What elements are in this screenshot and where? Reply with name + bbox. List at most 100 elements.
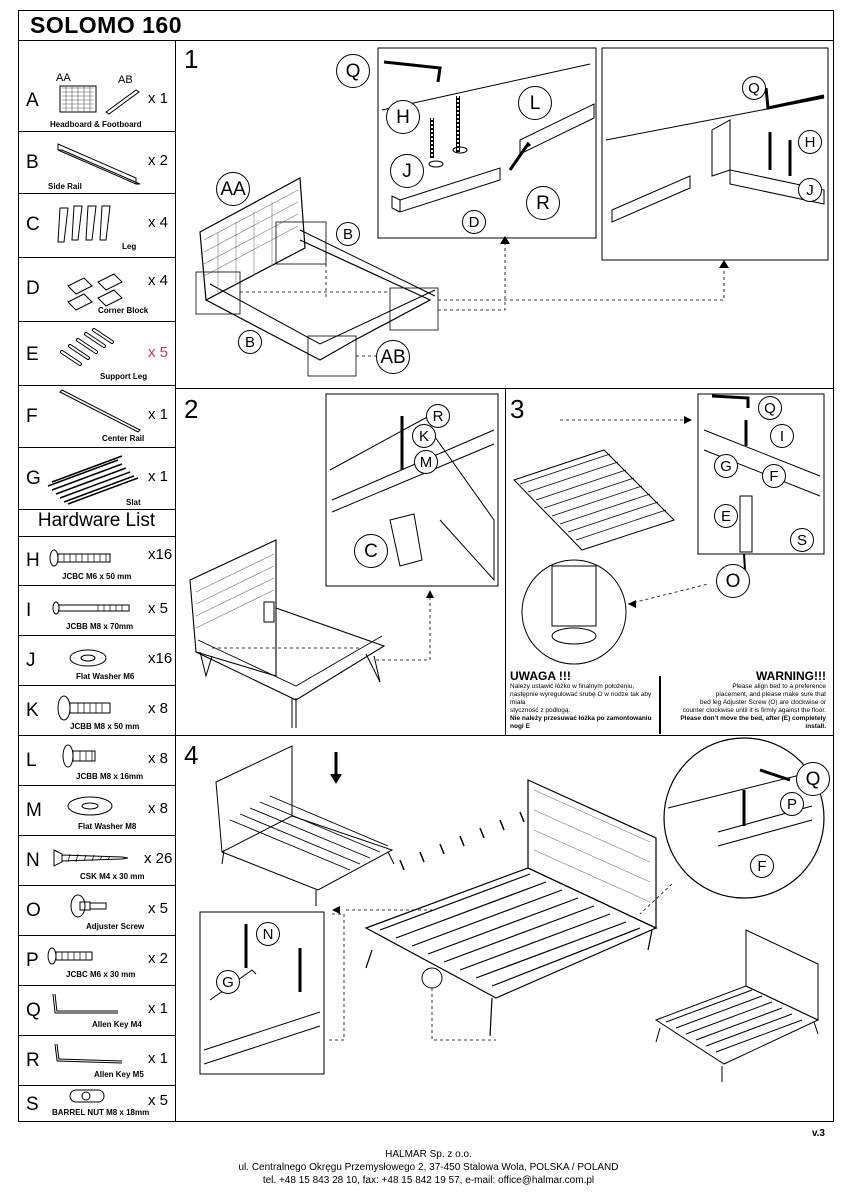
hardware-caption: JCBC M6 x 50 mm [62, 572, 132, 581]
callout-m: M [414, 450, 438, 474]
callout-f: F [762, 464, 786, 488]
hardware-qty: x 26 [144, 850, 173, 867]
hardware-row-m: M Flat Washer M8 x 8 [18, 786, 175, 836]
callout-b: B [238, 330, 262, 354]
step-number: 2 [184, 394, 199, 424]
uwaga-line: Należy ustawić łóżko w finalnym położeni… [510, 683, 635, 690]
part-letter: G [26, 468, 41, 489]
part-letter: C [26, 214, 40, 235]
callout-ab: AB [376, 340, 410, 374]
callout-i: I [770, 424, 794, 448]
part-qty: x 1 [148, 468, 169, 485]
callout-b: B [336, 222, 360, 246]
hardware-qty: x 1 [148, 1050, 169, 1067]
barrel-nut-icon [69, 1089, 105, 1103]
uwaga-line: następnie wyregulować śrubę O w nodze ta… [510, 691, 652, 706]
hardware-letter: R [26, 1050, 40, 1071]
part-qty: x 4 [148, 214, 169, 231]
callout-l: L [518, 86, 552, 120]
side-rail-icon [57, 143, 141, 185]
part-qty: x 5 [148, 344, 169, 361]
adjuster-screw-icon [70, 894, 107, 918]
warning-line: Please align bed to a preference [732, 683, 826, 690]
hardware-letter: H [26, 550, 40, 571]
hardware-qty: x16 [148, 546, 173, 563]
part-letter: E [26, 344, 39, 365]
bolt-icon [49, 549, 111, 567]
hardware-row-q: Q Allen Key M4 x 1 [18, 986, 175, 1036]
step-number: 4 [184, 740, 199, 770]
callout-o: O [716, 564, 750, 598]
part-caption: Corner Block [98, 306, 149, 315]
step-number: 3 [510, 394, 525, 424]
hardware-letter: M [26, 800, 42, 821]
part-qty: x 1 [148, 406, 169, 423]
hardware-caption: Allen Key M4 [92, 1020, 142, 1029]
hardware-qty: x 5 [148, 1092, 169, 1109]
hardware-qty: x 8 [148, 700, 169, 717]
hardware-caption: Adjuster Screw [86, 922, 145, 931]
callout-d: D [462, 210, 486, 234]
hardware-caption: JCBB M8 x 70mm [66, 622, 134, 631]
support-leg-icon [60, 328, 114, 366]
hardware-qty: x 1 [148, 1000, 169, 1017]
warning-line: bed leg Adjuster Screw (O) are clockwise… [699, 699, 826, 706]
part-qty: x 4 [148, 272, 169, 289]
leg-icon [57, 205, 111, 243]
callout-q: Q [336, 54, 370, 88]
page-frame [18, 10, 834, 1122]
callout-g: G [216, 970, 240, 994]
callout-aa: AA [216, 172, 250, 206]
hardware-row-r: R Allen Key M5 x 1 [18, 1036, 175, 1086]
callout-k: K [412, 424, 436, 448]
washer-icon [67, 796, 113, 816]
part-row-g: G Slat x 1 [18, 448, 175, 510]
bolt-icon [57, 695, 111, 721]
version-label: v.3 [811, 1128, 825, 1139]
hardware-caption: BARREL NUT M8 x 18mm [52, 1108, 150, 1117]
part-row-e: E Support Leg x 5 [18, 322, 175, 386]
bolt-icon [52, 601, 130, 615]
part-caption: Support Leg [100, 372, 148, 381]
callout-h: H [798, 130, 822, 154]
uwaga-warning: UWAGA !!! Należy ustawić łóżko w finalny… [510, 670, 656, 731]
page-title: SOLOMO 160 [30, 12, 182, 38]
center-rail-icon [59, 389, 141, 433]
panel-divider [505, 388, 506, 735]
part-caption: Center Rail [102, 434, 145, 443]
warning-line: counter clockwise until it is firmly aga… [682, 707, 826, 714]
callout-j: J [390, 154, 424, 188]
part-caption: Side Rail [48, 182, 82, 191]
part-caption: Headboard & Footboard [50, 120, 142, 129]
part-letter: B [26, 152, 39, 173]
hardware-caption: JCBC M6 x 30 mm [66, 970, 136, 979]
parts-list: A AA AB Headboard & Footboard x 1 B Side… [18, 40, 176, 1122]
hardware-row-n: N CSK M4 x 30 mm x 26 [18, 836, 175, 886]
callout-r: R [526, 186, 560, 220]
hardware-qty: x 5 [148, 900, 169, 917]
hardware-row-h: H JCBC M6 x 50 mm x16 [18, 536, 175, 586]
hardware-caption: Flat Washer M8 [78, 822, 137, 831]
hardware-row-o: O Adjuster Screw x 5 [18, 886, 175, 936]
callout-r: R [426, 404, 450, 428]
hardware-row-j: J Flat Washer M6 x16 [18, 636, 175, 686]
screw-icon [53, 849, 129, 867]
part-caption: Leg [122, 242, 137, 251]
part-caption: Slat [126, 498, 141, 507]
part-letter: D [26, 278, 40, 299]
part-letter: F [26, 406, 38, 427]
callout-s: S [790, 528, 814, 552]
company-name: HALMAR Sp. z o.o. [385, 1149, 472, 1160]
english-warning: WARNING!!! Please align bed to a prefere… [664, 670, 826, 731]
hardware-row-l: L JCBB M8 x 16mm x 8 [18, 736, 175, 786]
part-row-f: F Center Rail x 1 [18, 386, 175, 448]
part-row-d: D Corner Block x 4 [18, 258, 175, 322]
part-row-b: B Side Rail x 2 [18, 132, 175, 194]
hardware-row-k: K JCBB M8 x 50 mm x 8 [18, 686, 175, 736]
part-sublabel: AB [118, 74, 133, 86]
hardware-qty: x 2 [148, 950, 169, 967]
hardware-letter: O [26, 900, 41, 921]
part-qty: x 1 [148, 90, 169, 107]
hardware-list-title: Hardware List [18, 510, 175, 537]
hardware-caption: Allen Key M5 [94, 1070, 144, 1079]
